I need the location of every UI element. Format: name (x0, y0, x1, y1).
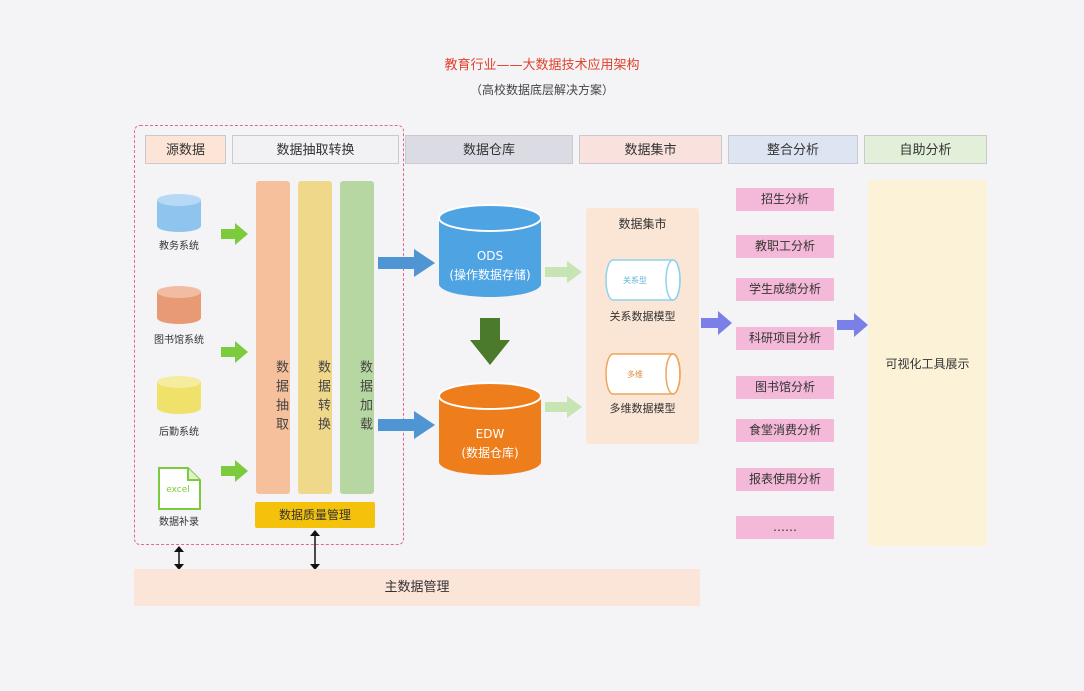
arrow-right-icon (221, 223, 248, 245)
ods-label-line1: ODS (477, 249, 503, 263)
database-icon-top (157, 286, 201, 298)
source-label-logistics: 后勤系统 (159, 427, 199, 438)
page-subtitle: （高校数据底层解决方案） (469, 83, 614, 97)
relational-model-label: 关系数据模型 (609, 310, 676, 323)
excel-file-icon: excel (158, 467, 201, 510)
arrow-right-icon (221, 341, 248, 363)
ods-label-line2: (操作数据存储) (449, 267, 530, 282)
arrow-right-icon (545, 261, 582, 283)
etl-column-transform: 数据转换 (298, 181, 332, 494)
database-icon-body (157, 382, 201, 414)
arrow-right-icon (378, 411, 435, 439)
edw-database-icon: EDW (数据仓库) (438, 382, 542, 475)
database-icon-body (157, 292, 201, 324)
analysis-item: 图书馆分析 (736, 376, 834, 399)
source-label-academic: 教务系统 (159, 241, 199, 252)
ods-database-icon: ODS (操作数据存储) (438, 204, 542, 297)
database-icon (157, 376, 201, 414)
header-source: 源数据 (145, 135, 226, 164)
datamart-panel (586, 208, 699, 444)
header-self-service: 自助分析 (864, 135, 987, 164)
arrow-down-icon (470, 318, 510, 365)
analysis-item: 招生分析 (736, 188, 834, 211)
header-etl: 数据抽取转换 (232, 135, 399, 164)
ods-top (438, 204, 542, 232)
relational-icon-text: 关系型 (623, 275, 647, 285)
etl-column-extract: 数据抽取 (256, 181, 290, 494)
analysis-item: …… (736, 516, 834, 539)
arrow-right-icon (701, 311, 732, 335)
excel-file-corner (187, 468, 200, 481)
multidim-model-icon: 多维 (605, 353, 681, 395)
database-icon-body (157, 200, 201, 232)
analysis-item: 学生成绩分析 (736, 278, 834, 301)
edw-label-line2: (数据仓库) (461, 445, 518, 460)
datamart-title: 数据集市 (618, 217, 667, 231)
arrow-right-icon (545, 396, 582, 418)
edw-body (439, 396, 541, 475)
arrow-right-icon (221, 460, 248, 482)
database-icon (157, 194, 201, 232)
source-label-library: 图书馆系统 (154, 335, 204, 346)
source-etl-region (134, 125, 404, 545)
multidim-model-label: 多维数据模型 (609, 402, 676, 415)
header-analysis: 整合分析 (728, 135, 858, 164)
double-arrow-icon (310, 530, 320, 570)
analysis-item: 报表使用分析 (736, 468, 834, 491)
edw-label-line1: EDW (476, 427, 505, 441)
analysis-item: 食堂消费分析 (736, 419, 834, 442)
multidim-icon-text: 多维 (627, 369, 643, 379)
etl-column-load: 数据加载 (340, 181, 374, 494)
data-quality-management: 数据质量管理 (255, 502, 375, 528)
visualization-panel (868, 180, 987, 546)
ods-body (439, 218, 541, 297)
header-warehouse: 数据仓库 (405, 135, 573, 164)
arrow-right-icon (837, 313, 868, 337)
database-icon-top (157, 376, 201, 388)
visualization-label: 可视化工具展示 (885, 357, 970, 371)
master-data-management: 主数据管理 (134, 569, 700, 606)
edw-top (438, 382, 542, 410)
header-datamart: 数据集市 (579, 135, 722, 164)
database-icon-top (157, 194, 201, 206)
double-arrow-icon (174, 546, 184, 570)
source-label-supplement: 数据补录 (159, 517, 199, 528)
analysis-item: 教职工分析 (736, 235, 834, 258)
relational-model-icon: 关系型 (605, 259, 681, 301)
analysis-item: 科研项目分析 (736, 327, 834, 350)
arrow-right-icon (378, 249, 435, 277)
database-icon (157, 286, 201, 324)
page-title: 教育行业——大数据技术应用架构 (444, 58, 640, 73)
excel-icon-text: excel (166, 485, 190, 495)
